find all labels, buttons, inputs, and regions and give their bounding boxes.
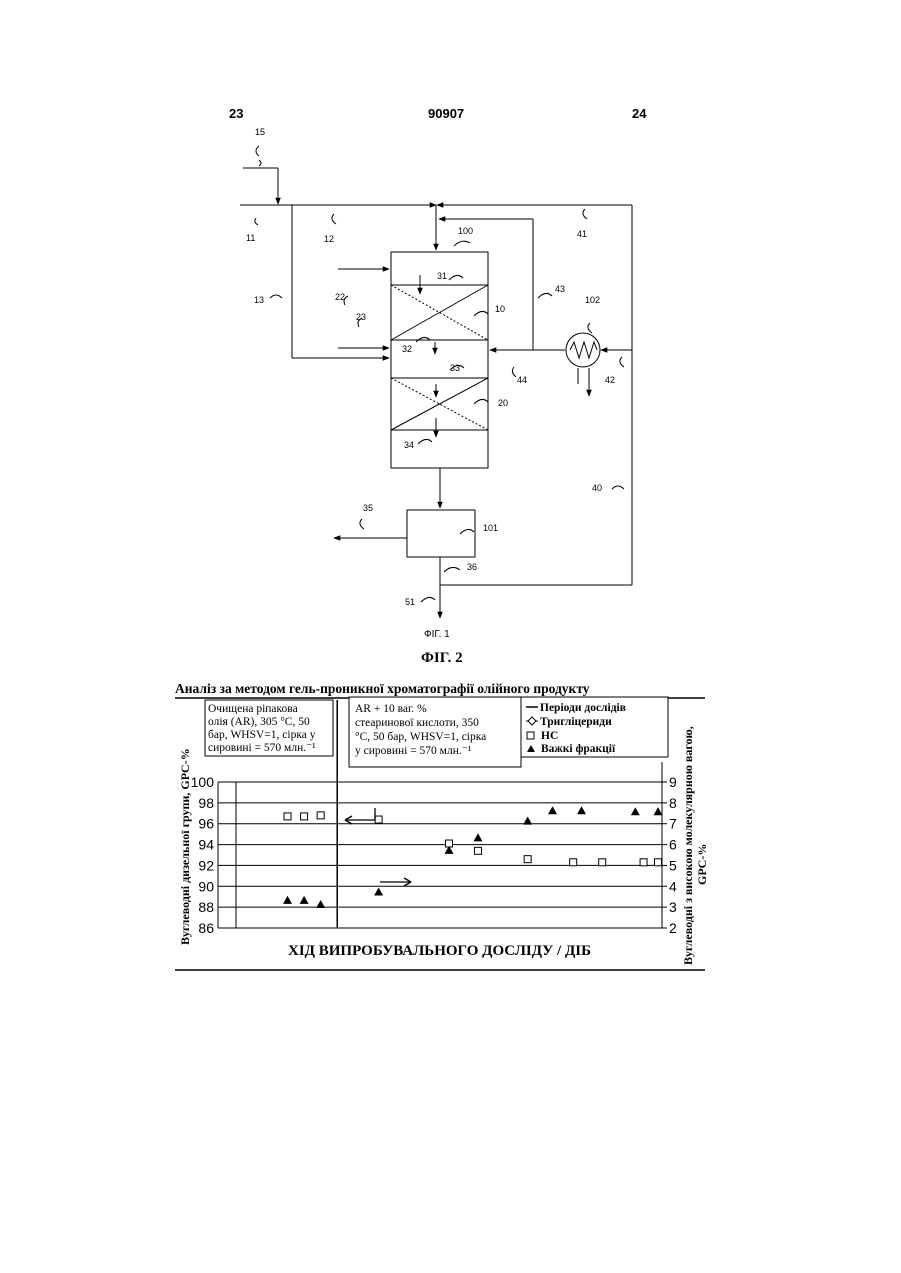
legend-heavy: Важкі фракції [541, 743, 616, 755]
hc-point-2 [317, 812, 324, 819]
left-tick-4: 94 [198, 837, 214, 853]
heavy-fraction-point-10 [654, 807, 663, 815]
right-tick-5: 7 [669, 816, 677, 832]
heavy-fraction-point-6 [523, 817, 532, 825]
heavy-fraction-point-7 [548, 806, 557, 814]
annotation2-line3: °C, 50 бар, WHSV=1, сірка [355, 731, 486, 743]
left-tick-2: 90 [198, 878, 214, 894]
right-tick-2: 4 [669, 878, 677, 894]
hc-point-5 [474, 847, 481, 854]
heavy-fraction-point-2 [316, 900, 325, 908]
annotation1-line4: сировині = 570 млн.⁻¹ [208, 742, 316, 754]
hc-point-3 [375, 816, 382, 823]
legend-triglycerides: Тригліцериди [540, 716, 612, 728]
annotation2-line1: AR + 10 ваг. % [355, 703, 427, 715]
chart-gridlines [218, 782, 662, 928]
hc-point-7 [570, 859, 577, 866]
right-tick-4: 6 [669, 837, 677, 853]
heavy-fraction-point-3 [374, 888, 383, 896]
y-axis-right-label-line2: GPC-% [695, 844, 709, 885]
right-tick-0: 2 [669, 920, 677, 936]
hc-point-6 [524, 856, 531, 863]
annotation1-line1: Очищена ріпакова [208, 703, 298, 715]
chart-data-points [283, 806, 662, 908]
heavy-fraction-point-1 [300, 896, 309, 904]
x-axis-label: ХІД ВИПРОБУВАЛЬНОГО ДОСЛІДУ / ДІБ [288, 943, 591, 959]
legend-periods: Періоди дослідів [540, 702, 626, 714]
right-tick-3: 5 [669, 857, 677, 873]
hc-point-9 [640, 859, 647, 866]
annotation2-line2: стеаринової кислоти, 350 [355, 717, 479, 729]
hc-point-0 [284, 813, 291, 820]
hc-point-1 [301, 813, 308, 820]
heavy-fraction-point-9 [631, 807, 640, 815]
right-tick-1: 3 [669, 899, 677, 915]
heavy-fraction-point-8 [577, 806, 586, 814]
left-tick-5: 96 [198, 816, 214, 832]
left-tick-7: 100 [191, 774, 215, 790]
y-axis-left-label: Вуглеводні дизельної групи, GPC-% [178, 748, 192, 945]
legend-hc: HC [541, 730, 558, 742]
right-tick-7: 9 [669, 774, 677, 790]
left-tick-0: 86 [198, 920, 214, 936]
legend-square-marker [527, 732, 534, 739]
left-tick-1: 88 [198, 899, 214, 915]
y-axis-right-label-line1: Вуглеводні з високою молекулярною вагою, [681, 726, 695, 965]
chart-title: Аналіз за методом гель-проникної хромато… [175, 681, 590, 696]
right-tick-6: 8 [669, 795, 677, 811]
hc-point-8 [599, 859, 606, 866]
left-tick-6: 98 [198, 795, 214, 811]
annotation1-line2: олія (AR), 305 °C, 50 [208, 716, 310, 728]
heavy-fraction-point-5 [473, 833, 482, 841]
right-axis-ticks: 2 3 4 5 6 7 8 9 [662, 774, 677, 936]
hc-point-10 [655, 859, 662, 866]
annotation1-line3: бар, WHSV=1, сірка у [208, 729, 316, 741]
left-axis-ticks: 86 88 90 92 94 96 98 100 [191, 774, 215, 936]
annotation2-line4: у сировині = 570 млн.⁻¹ [355, 745, 472, 757]
heavy-fraction-point-0 [283, 896, 292, 904]
left-tick-3: 92 [198, 857, 214, 873]
